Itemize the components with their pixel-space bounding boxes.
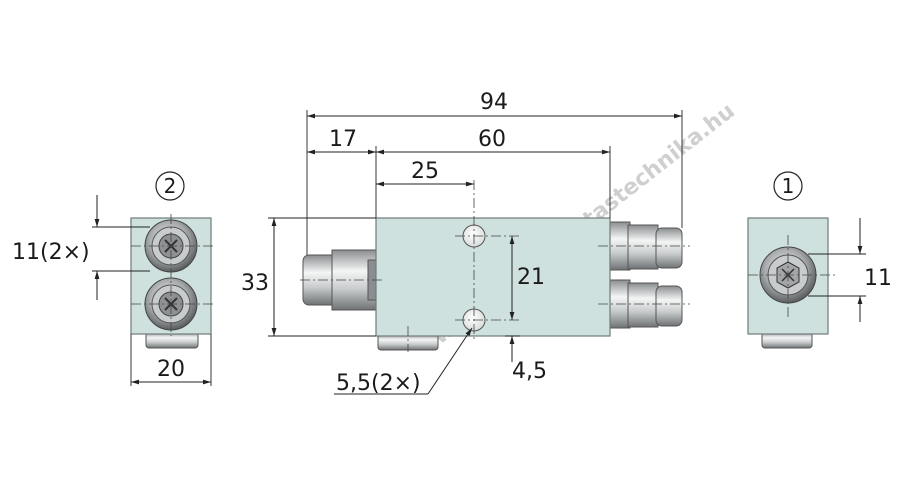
left-view-callout-circle [155,171,185,201]
center-view-body [375,217,611,337]
dim-hole-position: 25 [411,159,439,184]
dim-overall-length: 94 [480,90,508,115]
dim-fitting-offset: 17 [329,127,357,152]
dim-hole-edge: 4,5 [512,359,547,384]
dim-hole-diameter: 5,5(2×) [336,371,421,396]
right-view-dim-height: 11 [864,266,892,291]
right-view-callout-number: 1 [782,174,795,198]
center-view: 94 60 17 25 33 21 4,5 5,5(2×) [241,90,690,396]
left-view-dim-height: 11(2×) [12,240,90,265]
right-view: 1 11 [747,171,892,349]
left-view: 2 11(2×) 20 [12,171,215,386]
left-view-callout-number: 2 [164,174,177,198]
right-view-callout-circle [773,171,803,201]
dim-hole-spacing: 21 [517,265,545,290]
dim-body-height: 33 [241,271,269,296]
dim-body-length: 60 [478,127,506,152]
left-view-dim-width: 20 [157,357,185,382]
